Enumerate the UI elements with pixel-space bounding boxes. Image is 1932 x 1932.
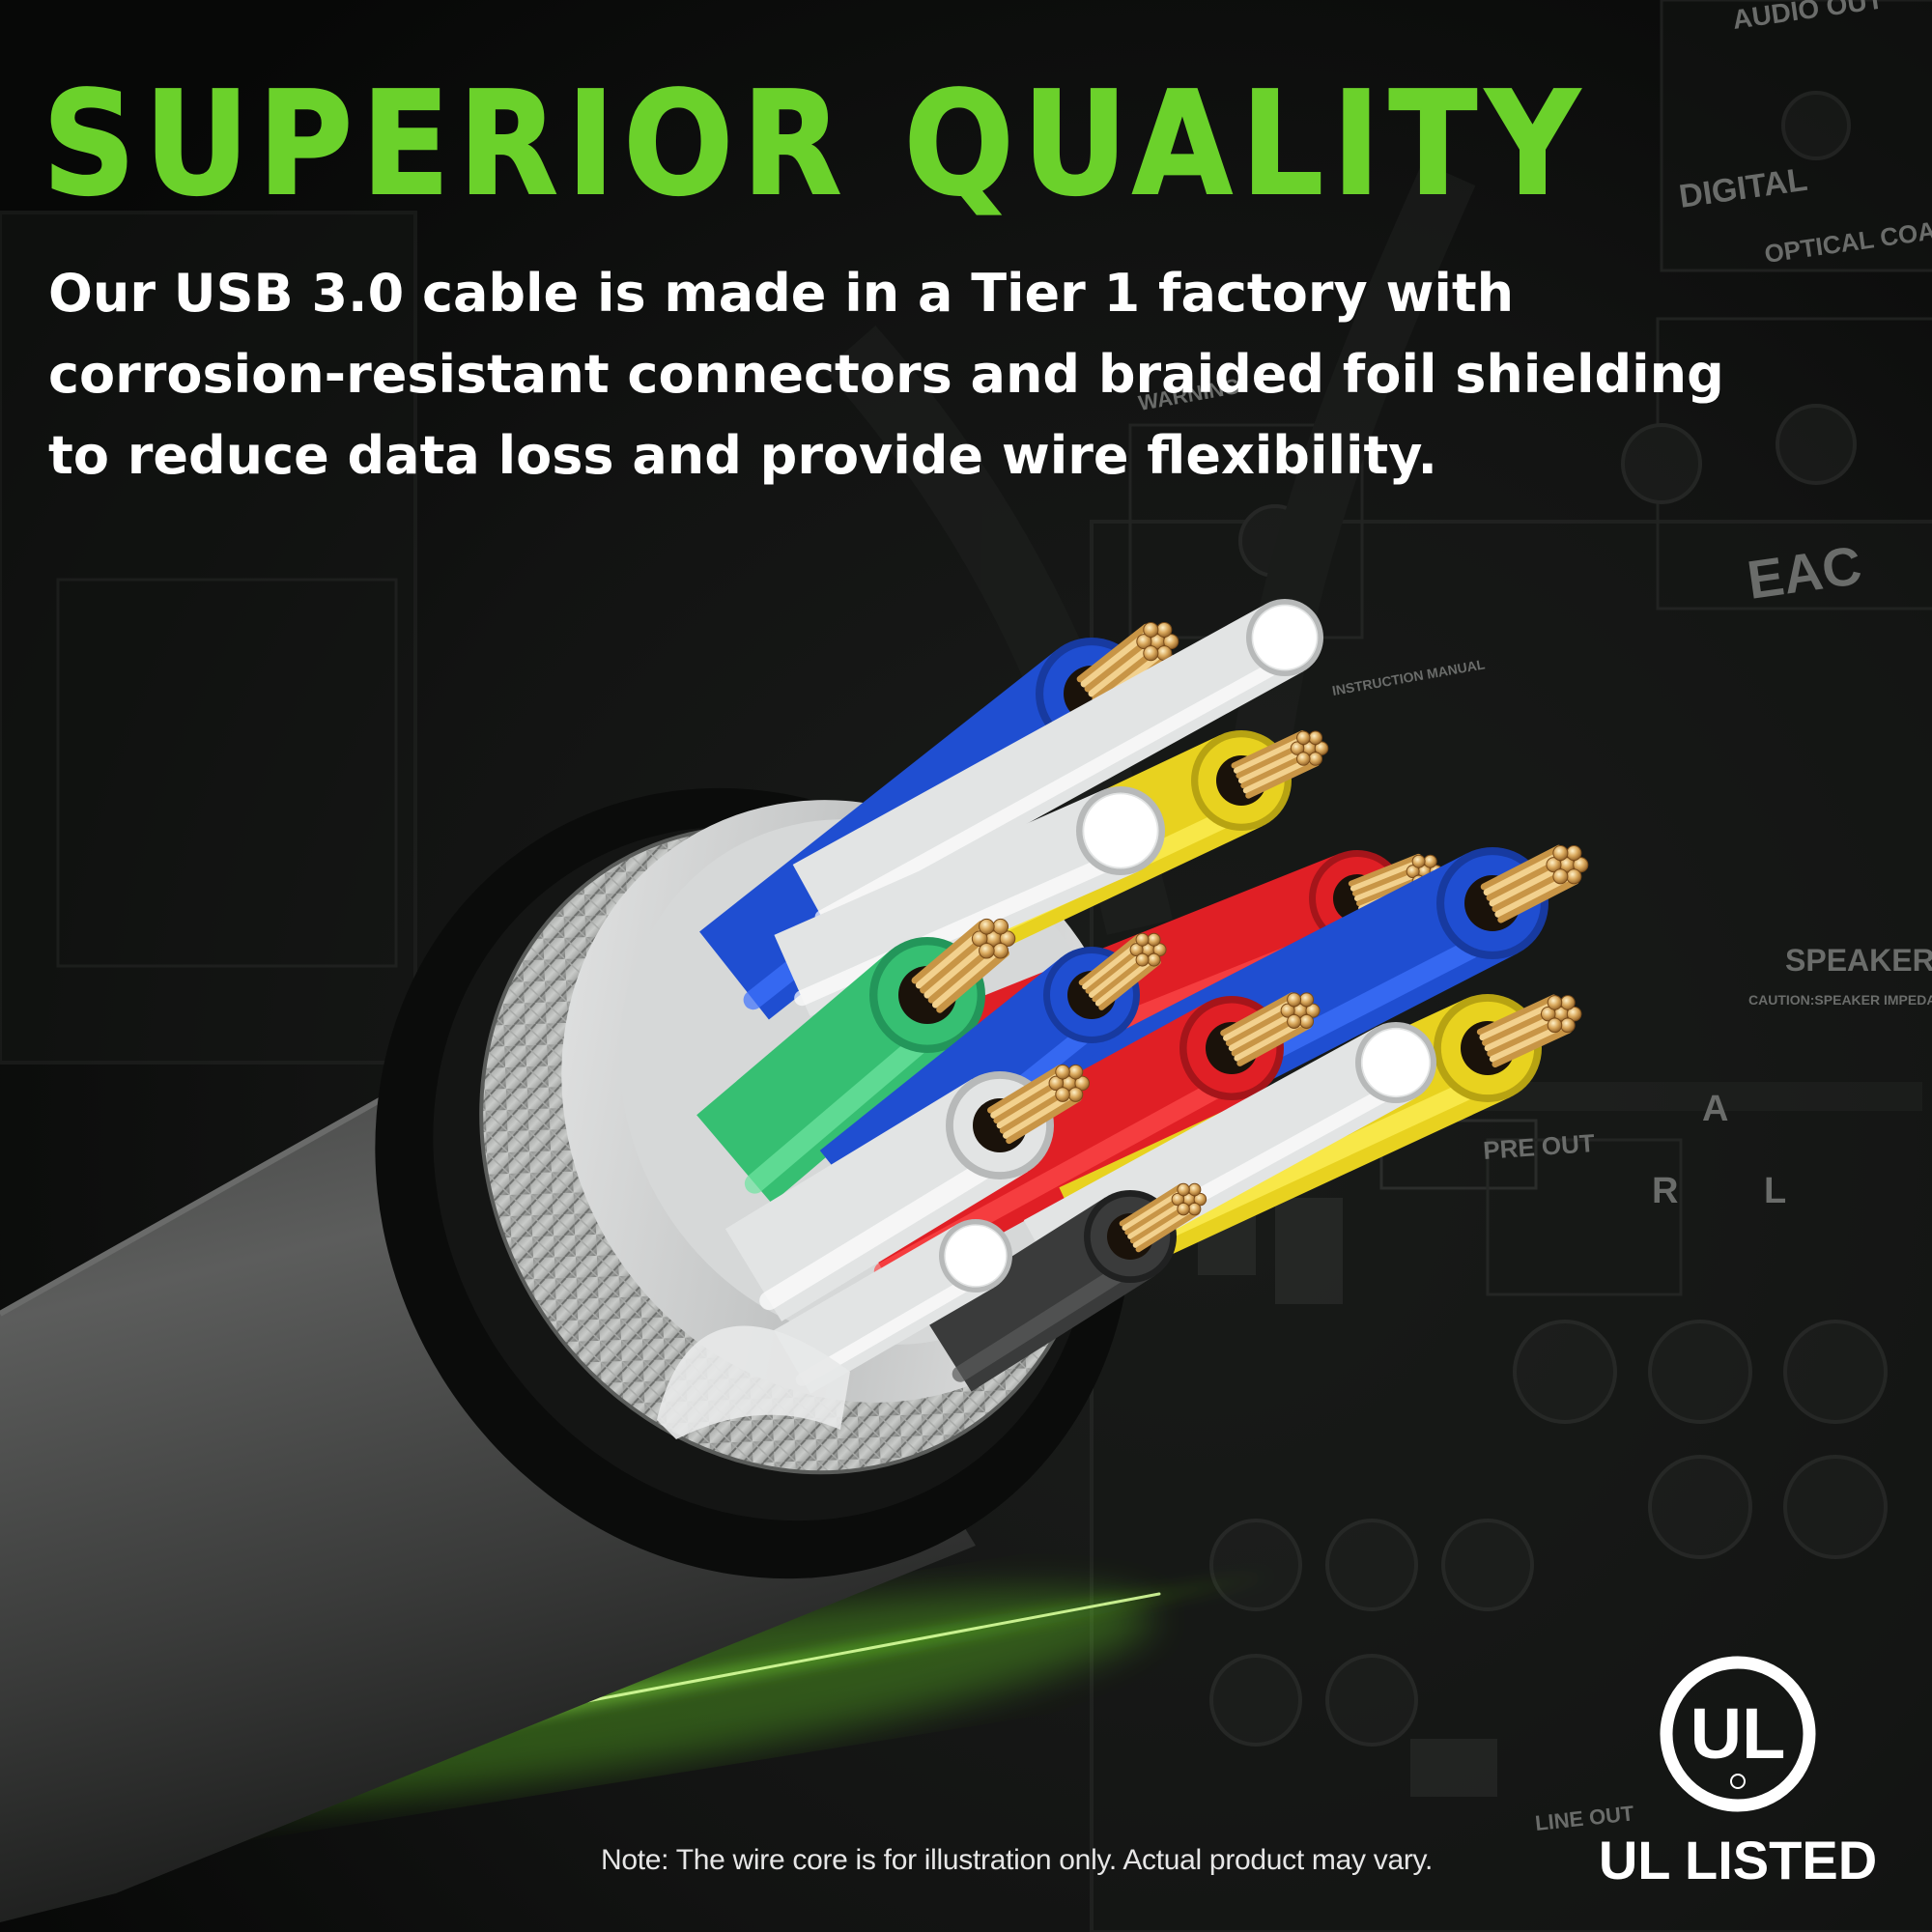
wire-white	[792, 599, 1323, 933]
wire-white	[774, 786, 1165, 1017]
wire-green	[696, 918, 1016, 1204]
product-description: Our USB 3.0 cable is made in a Tier 1 fa…	[48, 263, 1724, 486]
headline-text: SUPERIOR QUALITY	[43, 68, 1588, 222]
svg-text:CAUTION:SPEAKER IMPEDANCE: CAUTION:SPEAKER IMPEDANCE	[1748, 992, 1932, 1008]
svg-text:R: R	[1652, 1171, 1678, 1211]
wire-core-bundle	[696, 599, 1589, 1394]
ul-mark-text: UL	[1690, 1693, 1786, 1774]
svg-text:A: A	[1702, 1089, 1728, 1129]
ul-listed-label: UL LISTED	[1598, 1830, 1878, 1890]
svg-text:L: L	[1764, 1171, 1786, 1211]
ul-listed-icon: UL	[1660, 1656, 1816, 1812]
registered-mark-icon	[1730, 1774, 1746, 1789]
svg-text:SPEAKERS: SPEAKERS	[1785, 943, 1932, 978]
foil-lip	[657, 1325, 850, 1439]
wire-white	[724, 1064, 1090, 1321]
headline: SUPERIOR QUALITY	[43, 68, 1646, 222]
wire-black	[922, 1182, 1208, 1392]
illustration-disclaimer: Note: The wire core is for illustration …	[601, 1844, 1434, 1876]
